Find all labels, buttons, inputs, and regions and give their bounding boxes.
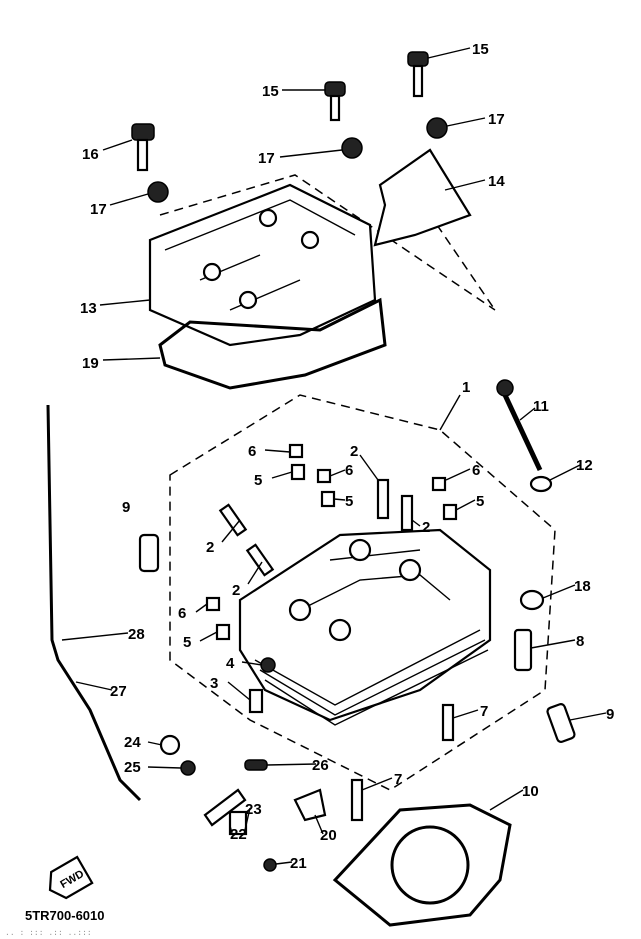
bracket-small — [293, 788, 327, 822]
callout-label: 2 — [422, 519, 430, 536]
callout-label: 9 — [122, 499, 130, 516]
callout-label: 27 — [110, 683, 127, 700]
valve-guide — [400, 494, 414, 532]
bore — [390, 825, 470, 905]
bolt — [441, 703, 455, 742]
stud-bolt — [502, 393, 543, 472]
callout-label: 28 — [128, 626, 145, 643]
cap — [519, 589, 545, 611]
bolt — [407, 51, 429, 98]
callout-label: 9 — [606, 706, 614, 723]
callout-label: 5 — [476, 493, 484, 510]
callout-label: 5 — [183, 634, 191, 651]
callout-label: 6 — [178, 605, 186, 622]
bolt — [131, 123, 155, 172]
bolt — [350, 778, 364, 822]
callout-label: 11 — [533, 398, 549, 415]
callout-label: 21 — [290, 855, 307, 872]
assembly-group-outline — [169, 394, 556, 791]
callout-label: 3 — [210, 675, 218, 692]
callout-labels: 15 15 16 17 17 17 14 13 19 1 11 6 2 6 6 … — [80, 41, 614, 872]
bolt — [324, 81, 346, 122]
cylinder-head — [238, 528, 492, 726]
callout-label: 7 — [480, 703, 488, 720]
callout-label: 15 — [262, 83, 279, 100]
callout-label: 7 — [394, 771, 402, 788]
callout-label: 6 — [472, 462, 480, 479]
head-cover-gasket — [158, 297, 387, 390]
grommet — [147, 181, 169, 203]
callout-label: 8 — [576, 633, 584, 650]
valve-guide — [376, 478, 390, 520]
callout-label: 13 — [80, 300, 97, 317]
callout-label: 24 — [124, 734, 141, 751]
noise: .. : ::: .:: ..::: — [5, 928, 92, 937]
grommet — [426, 117, 448, 139]
plug — [205, 443, 458, 641]
callout-label: 5 — [345, 493, 353, 510]
plug — [159, 734, 181, 756]
callout-label: 4 — [226, 655, 235, 672]
grommet — [341, 137, 363, 159]
valve-guide — [218, 503, 248, 537]
head-nut — [496, 379, 514, 397]
callout-label: 18 — [574, 578, 591, 595]
callout-label: 1 — [462, 379, 470, 396]
screw — [263, 858, 277, 872]
callout-label: 2 — [350, 443, 358, 460]
callout-label: 23 — [245, 801, 262, 818]
callout-label: 12 — [576, 457, 593, 474]
callout-label: 16 — [82, 146, 99, 163]
leader-lines — [61, 47, 607, 865]
callout-label: 17 — [258, 150, 275, 167]
head-cover — [148, 183, 377, 347]
dowel-pin — [546, 703, 576, 743]
callout-label: 10 — [522, 783, 539, 800]
callout-label: 6 — [345, 462, 353, 479]
callout-label: 2 — [232, 582, 240, 599]
callout-label: 5 — [254, 472, 262, 489]
cylinder-head-gasket — [332, 803, 512, 927]
callout-label: 6 — [248, 443, 256, 460]
bracket — [373, 148, 472, 247]
callout-label: 20 — [320, 827, 337, 844]
sensor — [513, 628, 533, 672]
callout-label: 25 — [124, 759, 141, 776]
callout-label: 22 — [230, 826, 247, 843]
washer — [529, 475, 553, 493]
callout-label: 26 — [312, 757, 329, 774]
gasket — [244, 759, 268, 771]
callout-label: 19 — [82, 355, 99, 372]
gasket — [180, 760, 196, 776]
cable — [46, 404, 142, 802]
front-direction-marker: FWD — [48, 855, 94, 900]
callout-label: 2 — [206, 539, 214, 556]
nut — [260, 657, 276, 673]
callout-label: 17 — [90, 201, 107, 218]
part-code: 5TR700-6010 — [25, 908, 105, 923]
dowel-pin — [138, 533, 160, 573]
callout-label: 14 — [488, 173, 505, 190]
bolt — [248, 688, 264, 714]
rocker-shaft — [203, 788, 247, 827]
callout-label: 17 — [488, 111, 505, 128]
valve-guide — [245, 543, 275, 577]
callout-label: 15 — [472, 41, 489, 58]
